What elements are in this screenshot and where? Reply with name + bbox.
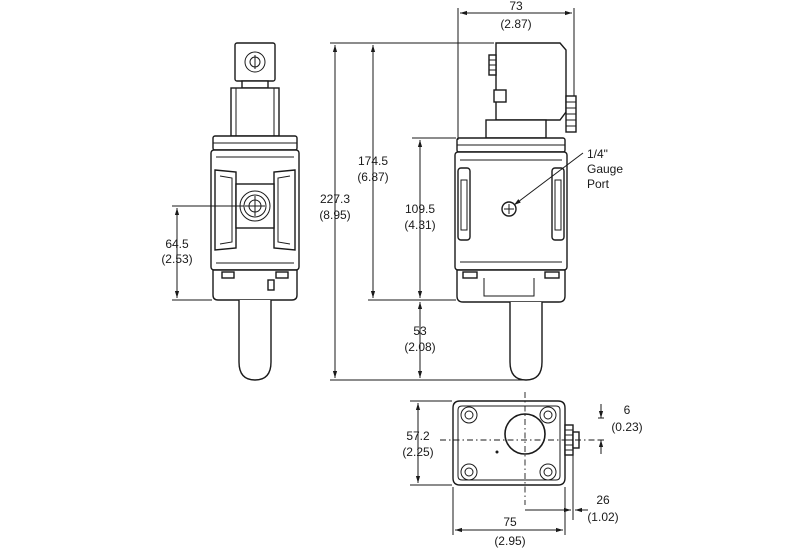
dim-26-mm: 26 bbox=[596, 493, 610, 507]
dim-174-5-mm: 174.5 bbox=[358, 154, 388, 168]
dim-227-3-inch: (8.95) bbox=[319, 208, 350, 222]
dim-174-5-inch: (6.87) bbox=[357, 170, 388, 184]
dim-53-inch: (2.08) bbox=[404, 340, 435, 354]
dim-75-inch: (2.95) bbox=[494, 534, 525, 548]
dim-227-3: 227.3 (8.95) bbox=[319, 42, 526, 381]
dim-26: 26 (1.02) bbox=[525, 455, 619, 524]
dim-53: 53 (2.08) bbox=[404, 302, 436, 378]
bottom-view bbox=[440, 392, 600, 505]
dim-73: 73 (2.87) bbox=[457, 0, 575, 140]
dim-64-5: 64.5 (2.53) bbox=[161, 205, 244, 301]
dim-73-inch: (2.87) bbox=[500, 17, 531, 31]
dim-57-2-mm: 57.2 bbox=[406, 429, 430, 443]
dim-75: 75 (2.95) bbox=[452, 487, 566, 548]
dim-6: 6 (0.23) bbox=[598, 403, 643, 454]
dim-75-mm: 75 bbox=[503, 515, 517, 529]
dim-26-inch: (1.02) bbox=[587, 510, 618, 524]
dim-64-5-inch: (2.53) bbox=[161, 252, 192, 266]
dim-6-inch: (0.23) bbox=[611, 420, 642, 434]
gauge-port-callout: 1/4" Gauge Port bbox=[513, 147, 623, 206]
gauge-port-size: 1/4" bbox=[587, 147, 608, 161]
gauge-port-label: Port bbox=[587, 177, 610, 191]
dim-174-5: 174.5 (6.87) bbox=[357, 45, 456, 301]
dim-57-2: 57.2 (2.25) bbox=[402, 400, 452, 486]
dim-53-mm: 53 bbox=[413, 324, 427, 338]
dim-64-5-mm: 64.5 bbox=[165, 237, 189, 251]
dim-109-5: 109.5 (4.31) bbox=[404, 137, 456, 298]
dim-57-2-inch: (2.25) bbox=[402, 445, 433, 459]
dim-227-3-mm: 227.3 bbox=[320, 192, 350, 206]
dim-73-mm: 73 bbox=[509, 0, 523, 13]
gauge-port-word: Gauge bbox=[587, 162, 623, 176]
side-view bbox=[454, 42, 577, 381]
dim-109-5-inch: (4.31) bbox=[404, 218, 435, 232]
dim-109-5-mm: 109.5 bbox=[405, 202, 435, 216]
dim-6-mm: 6 bbox=[624, 403, 631, 417]
front-view bbox=[210, 42, 300, 381]
